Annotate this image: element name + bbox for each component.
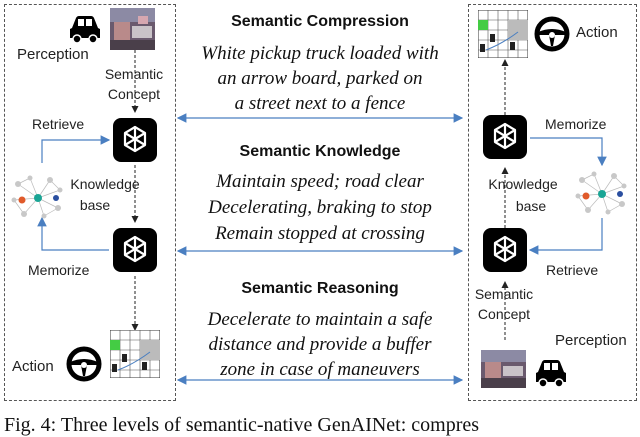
right-agent-panel: [468, 4, 637, 401]
compression-description-line1: White pickup truck loaded with: [201, 43, 439, 64]
semantic-concept-label-line1: Semantic: [474, 286, 534, 302]
llm-logo-icon: [483, 228, 527, 272]
reasoning-description-line3: zone in case of maneuvers: [220, 359, 420, 380]
knowledge-description-line2: Decelerating, braking to stop: [208, 197, 432, 218]
knowledge-base-label-line1: Knowledge: [70, 176, 140, 192]
grid-map-icon: [110, 330, 160, 378]
perception-label: Perception: [555, 332, 627, 349]
retrieve-label: Retrieve: [546, 262, 599, 278]
street-photo-thumbnail: [481, 350, 526, 388]
knowledge-graph-icon: [575, 171, 627, 215]
memorize-label: Memorize: [545, 116, 607, 132]
knowledge-graph-icon: [11, 175, 63, 219]
figure-caption: Fig. 4: Three levels of semantic-native …: [4, 414, 480, 436]
knowledge-base-label-line2: base: [515, 198, 547, 214]
retrieve-label: Retrieve: [32, 116, 85, 132]
knowledge-description-line3: Remain stopped at crossing: [215, 223, 425, 244]
llm-logo-icon: [483, 115, 527, 159]
llm-logo-icon: [113, 118, 157, 162]
reasoning-description-line2: distance and provide a buffer: [208, 334, 432, 355]
memorize-label: Memorize: [28, 262, 90, 278]
knowledge-base-label-line2: base: [79, 197, 111, 213]
perception-label: Perception: [17, 46, 89, 63]
action-label: Action: [12, 358, 54, 375]
compression-description-line3: a street next to a fence: [234, 93, 406, 114]
left-agent-panel: [4, 4, 176, 401]
semantic-concept-label-line2: Concept: [107, 86, 161, 102]
steering-wheel-icon: [534, 16, 570, 52]
semantic-reasoning-heading: Semantic Reasoning: [241, 280, 399, 297]
street-photo-thumbnail: [110, 8, 155, 50]
car-icon: [70, 16, 100, 44]
reasoning-description-line1: Decelerate to maintain a safe: [207, 309, 433, 330]
semantic-concept-label-line1: Semantic: [104, 66, 164, 82]
action-label: Action: [576, 24, 618, 41]
knowledge-base-label-line1: Knowledge: [488, 176, 558, 192]
compression-description-line2: an arrow board, parked on: [217, 68, 423, 89]
steering-wheel-icon: [66, 346, 102, 382]
car-icon: [536, 360, 566, 388]
grid-map-icon: [478, 10, 528, 58]
knowledge-description-line1: Maintain speed; road clear: [216, 171, 424, 192]
semantic-knowledge-heading: Semantic Knowledge: [239, 143, 401, 160]
semantic-compression-heading: Semantic Compression: [231, 13, 409, 30]
semantic-concept-label-line2: Concept: [477, 306, 531, 322]
llm-logo-icon: [113, 228, 157, 272]
